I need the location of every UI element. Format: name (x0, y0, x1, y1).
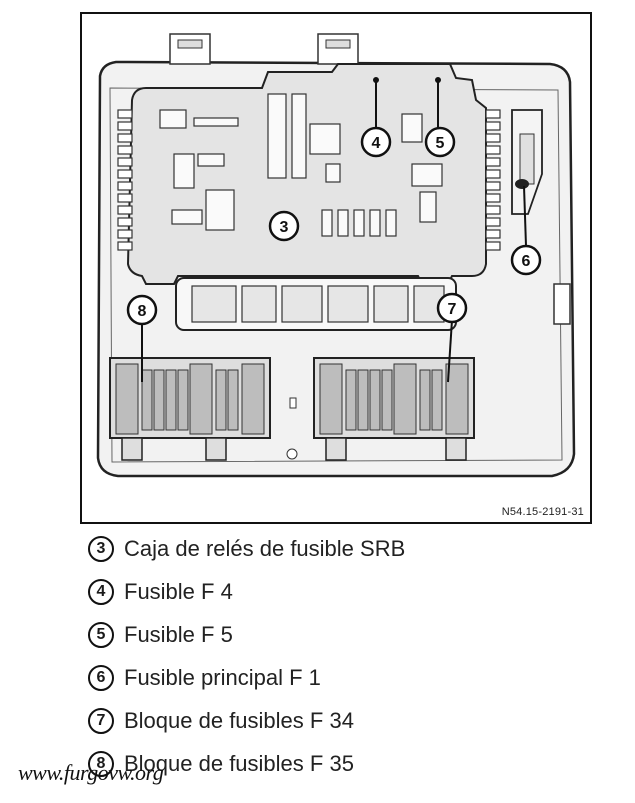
legend-text: Bloque de fusibles F 35 (124, 751, 354, 776)
legend-number: 3 (88, 536, 114, 562)
legend-number: 6 (88, 665, 114, 691)
legend-item-4: 4 Fusible F 4 (88, 577, 233, 607)
legend-item-3: 3 Caja de relés de fusible SRB (88, 534, 405, 564)
legend-number: 8 (88, 751, 114, 777)
fuse-box-drawing: 3 4 5 6 7 8 (96, 33, 576, 478)
legend-text: Fusible principal F 1 (124, 665, 321, 690)
legend-text: Fusible F 5 (124, 622, 233, 647)
legend-text: Fusible F 4 (124, 579, 233, 604)
legend-item-6: 6 Fusible principal F 1 (88, 663, 321, 693)
legend-item-7: 7 Bloque de fusibles F 34 (88, 706, 354, 736)
callout-7: 7 (448, 301, 457, 318)
legend-number: 7 (88, 708, 114, 734)
callout-4: 4 (372, 135, 381, 152)
callout-5: 5 (436, 135, 445, 152)
fuse-box-diagram: 3 4 5 6 7 8 N54.15-2191-31 (80, 12, 592, 524)
legend-item-8: 8 Bloque de fusibles F 35 (88, 749, 354, 779)
callout-6: 6 (522, 253, 531, 270)
legend-text: Caja de relés de fusible SRB (124, 536, 406, 561)
figure-reference: N54.15-2191-31 (501, 506, 584, 518)
callout-3: 3 (280, 219, 289, 236)
watermark: www.furgovw.org (18, 760, 164, 785)
legend-number: 5 (88, 622, 114, 648)
legend-number: 4 (88, 579, 114, 605)
callout-8: 8 (138, 303, 147, 320)
legend-item-5: 5 Fusible F 5 (88, 620, 233, 650)
legend-text: Bloque de fusibles F 34 (124, 708, 354, 733)
